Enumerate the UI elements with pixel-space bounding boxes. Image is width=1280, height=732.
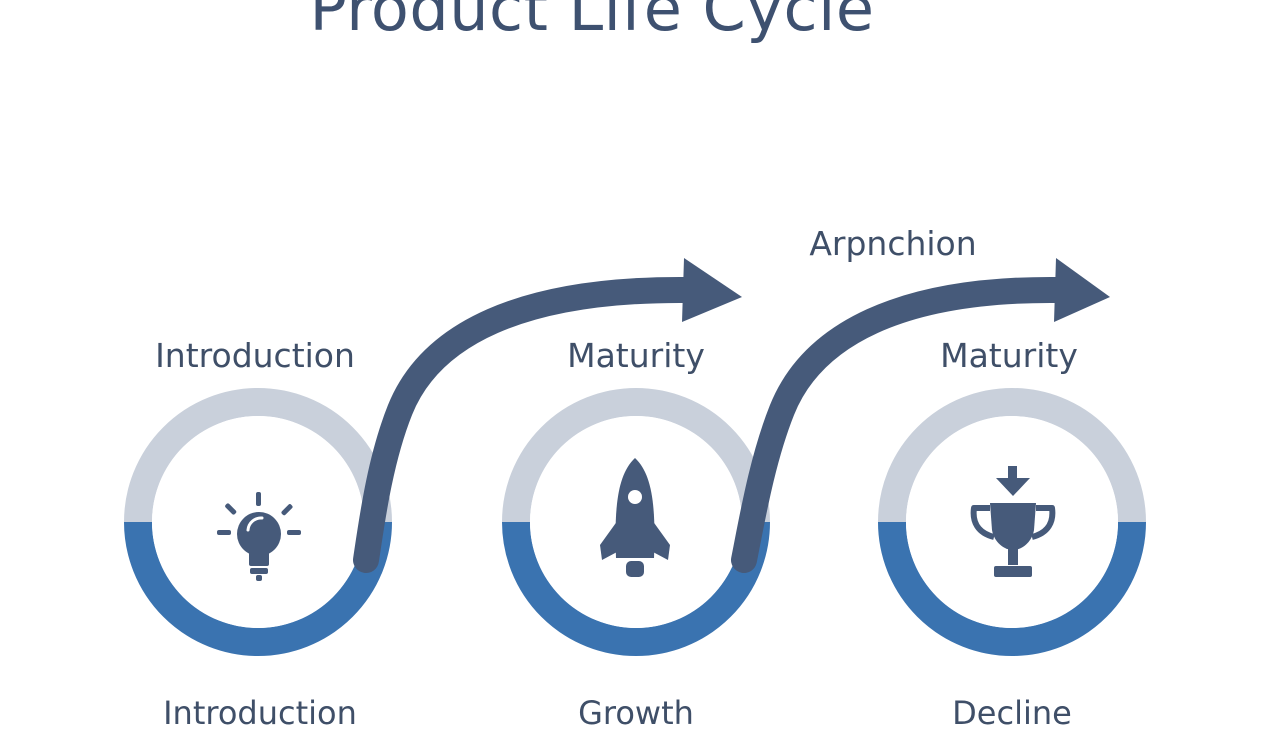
connector-arrow-2 <box>731 258 1110 573</box>
trophy-icon <box>970 466 1056 577</box>
rocket-icon <box>600 458 670 577</box>
stage-1-top-label: Introduction <box>155 336 355 375</box>
arrow-label: Arpnchion <box>809 224 977 263</box>
stage-3-top-label: Maturity <box>940 336 1078 375</box>
diagram-title: Product Life Cycle <box>309 0 875 45</box>
stage-2-bottom-label: Growth <box>578 694 694 732</box>
stage-3-bottom-label: Decline <box>952 694 1072 732</box>
stage-1-bottom-label: Introduction <box>163 694 357 732</box>
connector-arrow-1 <box>353 258 742 573</box>
lightbulb-icon <box>217 492 301 581</box>
stage-2-top-label: Maturity <box>567 336 705 375</box>
